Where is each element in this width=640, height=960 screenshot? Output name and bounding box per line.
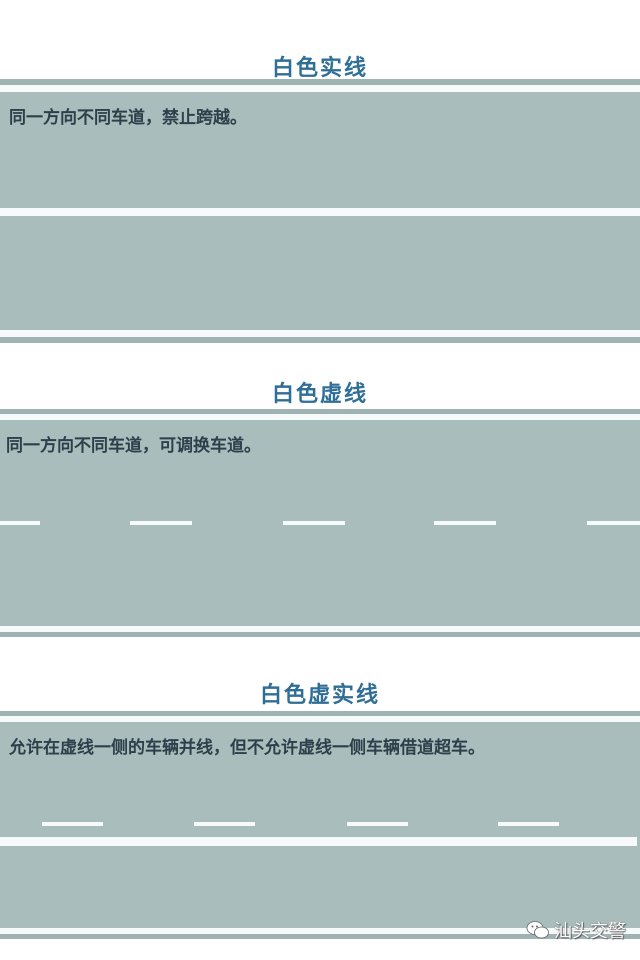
section-caption-solid: 同一方向不同车道，禁止跨越。: [9, 108, 247, 128]
section-caption-dashed: 同一方向不同车道，可调换车道。: [6, 436, 261, 456]
road-edge: [0, 337, 640, 343]
dashed-lane-segment: [283, 521, 345, 525]
dashed-lane-segment: [498, 822, 559, 826]
dashed-lane-segment: [0, 521, 40, 525]
lane-lower: [0, 216, 640, 330]
road-boundary-line: [0, 414, 640, 420]
road-boundary-line: [0, 716, 640, 722]
wechat-icon: [526, 920, 550, 940]
section-title-solid: 白色实线: [271, 56, 368, 81]
road-edge: [0, 711, 640, 716]
road-boundary-line: [0, 85, 640, 92]
watermark-text: 汕头交警: [554, 921, 626, 942]
road-edge: [0, 632, 640, 637]
dashed-lane-segment: [194, 822, 255, 826]
solid-lane-line: [0, 208, 640, 216]
dashed-lane-segment: [130, 521, 192, 525]
dashed-lane-segment: [434, 521, 496, 525]
section-title-dashed: 白色虚线: [271, 382, 368, 407]
dashed-lane-segment: [42, 822, 103, 826]
road-boundary-line: [0, 626, 640, 632]
watermark: 汕头交警: [526, 917, 626, 943]
dashed-lane-segment: [347, 822, 408, 826]
section-title-dashed-solid: 白色虚实线: [259, 683, 380, 708]
road-boundary-line: [0, 928, 640, 934]
solid-lane-line: [0, 837, 637, 846]
lane-upper: [0, 92, 640, 208]
road-boundary-line: [0, 330, 640, 337]
section-caption-dashed-solid: 允许在虚线一侧的车辆并线，但不允许虚线一侧车辆借道超车。: [9, 738, 485, 758]
road-edge: [0, 934, 640, 939]
road-edge: [0, 409, 640, 414]
road-edge: [0, 79, 640, 85]
dashed-lane-segment: [587, 521, 640, 525]
